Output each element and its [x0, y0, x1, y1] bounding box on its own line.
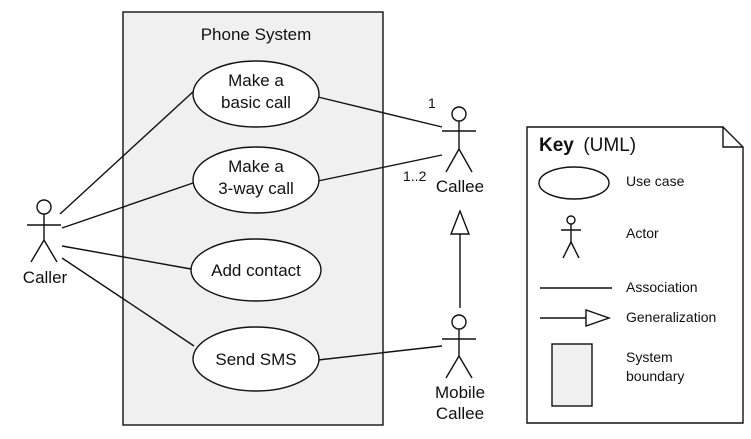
association-caller-basic-call: [59, 89, 196, 215]
key-system-boundary-symbol: [551, 343, 593, 407]
actor-icon: [442, 314, 476, 379]
svg-text:Add contact: Add contact: [211, 261, 301, 280]
use-case-send-sms: Send SMS: [192, 326, 320, 392]
key-actor-label: Actor: [626, 225, 659, 241]
actor-mobile-callee-label-line2: Callee: [436, 404, 484, 423]
key-use-case-label: Use case: [626, 173, 685, 189]
key-use-case-symbol: [538, 166, 610, 200]
system-title: Phone System: [201, 25, 312, 44]
use-case-3way-call: Make a 3-way call: [192, 146, 320, 214]
key-generalization-symbol: [540, 309, 612, 327]
association-3way-call-callee: [317, 154, 443, 182]
svg-text:Send SMS: Send SMS: [215, 350, 296, 369]
actor-callee: Callee: [436, 106, 484, 196]
svg-text:basic call: basic call: [221, 93, 291, 112]
key-system-boundary-label-line2: boundary: [626, 368, 684, 384]
association-caller-3way-call: [61, 182, 194, 229]
association-send-sms-mobile-callee: [317, 345, 443, 361]
key-title: Key (UML): [539, 135, 636, 156]
svg-text:Make a: Make a: [228, 71, 284, 90]
association-caller-add-contact: [61, 245, 192, 270]
multiplicity-3way-call: 1..2: [403, 168, 427, 184]
association-caller-send-sms: [61, 257, 195, 347]
use-case-basic-call: Make a basic call: [192, 60, 320, 128]
key-generalization-label: Generalization: [626, 309, 716, 325]
key-panel: Key (UML) Use case Actor Association Gen…: [526, 126, 744, 424]
generalization-mobile-callee-callee: [449, 209, 471, 308]
key-association-label: Association: [626, 279, 698, 295]
actor-mobile-callee-label-line1: Mobile: [435, 383, 485, 402]
actor-callee-label: Callee: [436, 177, 484, 196]
actor-icon: [27, 199, 61, 263]
actor-caller-label: Caller: [23, 268, 68, 287]
actor-caller: Caller: [23, 199, 68, 287]
key-system-boundary-label-line1: System: [626, 349, 673, 365]
actor-icon: [442, 106, 476, 173]
svg-text:Make a: Make a: [228, 157, 284, 176]
use-case-add-contact: Add contact: [190, 238, 322, 302]
actor-mobile-callee: Mobile Callee: [435, 314, 485, 423]
association-basic-call-callee: [317, 96, 443, 128]
svg-text:3-way call: 3-way call: [218, 179, 294, 198]
multiplicity-basic-call: 1: [428, 95, 436, 111]
key-actor-symbol: [561, 215, 581, 259]
